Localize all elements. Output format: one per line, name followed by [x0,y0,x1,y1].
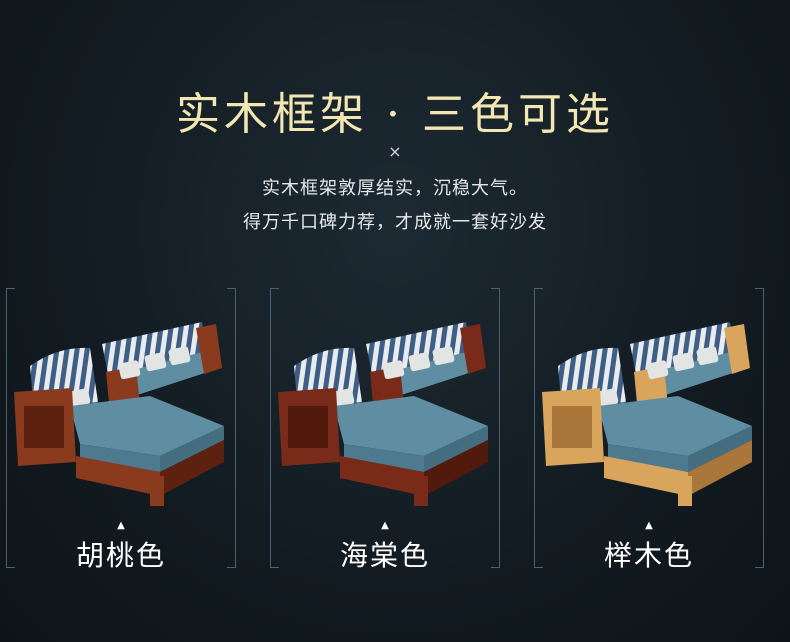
frame-bracket-left [270,288,279,568]
frame-bracket-right [755,288,764,568]
color-option-walnut[interactable]: ▲ 胡桃色 [6,288,236,572]
page-title: 实木框架 · 三色可选 [176,89,614,140]
color-option-begonia[interactable]: ▲ 海棠色 [270,288,500,572]
frame-bracket-left [534,288,543,568]
caret-icon: ▲ [117,520,125,531]
color-name: 榉木色 [603,539,694,572]
color-option-beech[interactable]: ▲ 榉木色 [534,288,764,572]
caret-icon: ▲ [381,520,389,531]
subtitle-line-1: 实木框架敦厚结实，沉稳大气。 [262,178,528,199]
caret-icon: ▲ [645,520,653,531]
frame-bracket-right [227,288,236,568]
frame-bracket-right [491,288,500,568]
sofa-image [278,322,488,506]
subtitle-line-2: 得万千口碑力荐，才成就一套好沙发 [243,212,547,233]
color-name: 海棠色 [339,539,430,572]
frame-bracket-left [6,288,15,568]
divider-cross: × [388,142,402,161]
sofa-image [542,322,752,506]
sofa-image [14,322,224,506]
color-name: 胡桃色 [75,539,166,572]
